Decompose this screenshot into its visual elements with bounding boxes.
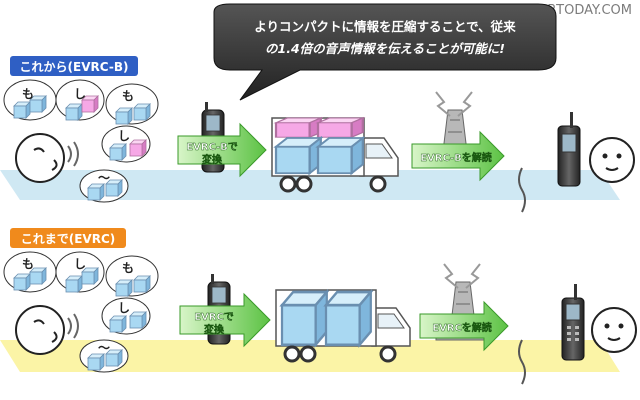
top-listener-face-icon xyxy=(589,137,635,183)
top-truck-icon xyxy=(271,116,399,193)
bottom-encode-arrow: EVRCで 変換 xyxy=(179,292,271,348)
callout-bubble: よりコンパクトに情報を圧縮することで、従来 の1.4倍の音声情報を伝えることが可… xyxy=(213,3,557,101)
bottom-row: これまで(EVRC) も し も し 〜 xyxy=(0,228,637,385)
bottom-row-badge-bg xyxy=(10,228,126,248)
speech-char: し xyxy=(118,129,130,143)
speech-char: も xyxy=(22,87,34,101)
speaker-face-icon xyxy=(15,133,79,183)
bottom-speaker-face-icon xyxy=(15,305,79,355)
top-decode-arrow: EVRC-Bを解読 xyxy=(411,130,505,182)
bottom-receiver-phone-icon xyxy=(561,284,585,361)
top-break-symbol xyxy=(518,167,526,213)
callout-line-1: よりコンパクトに情報を圧縮することで、従来 xyxy=(254,19,516,34)
bottom-break-symbol xyxy=(518,339,526,385)
top-row-speech-bubbles: も し も し 〜 xyxy=(3,79,159,203)
speech-char: も xyxy=(122,89,134,103)
top-receiver-phone-icon xyxy=(557,112,581,187)
bottom-row-badge: これまで(EVRC) xyxy=(21,232,116,246)
top-row: これから(EVRC-B) も し も し 〜 xyxy=(0,56,635,213)
bottom-decode-arrow: EVRCを解読 xyxy=(419,300,509,352)
top-row-badge-bg xyxy=(10,56,138,76)
top-encode-label-1: EVRC-Bで xyxy=(186,141,238,153)
bottom-encode-label-2: 変換 xyxy=(204,323,225,336)
callout-line-2: の1.4倍の音声情報を伝えることが可能に! xyxy=(265,41,505,56)
bottom-encode-label-1: EVRCで xyxy=(194,311,234,323)
top-decode-label: EVRC-Bを解読 xyxy=(420,151,492,164)
bottom-truck-icon xyxy=(275,289,411,363)
top-encode-label-2: 変換 xyxy=(202,153,223,166)
bottom-listener-face-icon xyxy=(591,307,637,353)
speech-char: し xyxy=(118,301,130,315)
bottom-row-speech-bubbles: も し も し 〜 xyxy=(3,251,159,373)
speech-char: 〜 xyxy=(98,171,110,185)
bottom-decode-label: EVRCを解読 xyxy=(432,321,492,334)
top-encode-arrow: EVRC-Bで 変換 xyxy=(177,122,267,178)
speech-char: し xyxy=(74,87,86,101)
speech-char: も xyxy=(122,261,134,275)
speech-char: し xyxy=(74,257,86,271)
top-row-badge: これから(EVRC-B) xyxy=(20,60,129,74)
speech-char: も xyxy=(22,257,34,271)
speech-char: 〜 xyxy=(98,341,110,355)
